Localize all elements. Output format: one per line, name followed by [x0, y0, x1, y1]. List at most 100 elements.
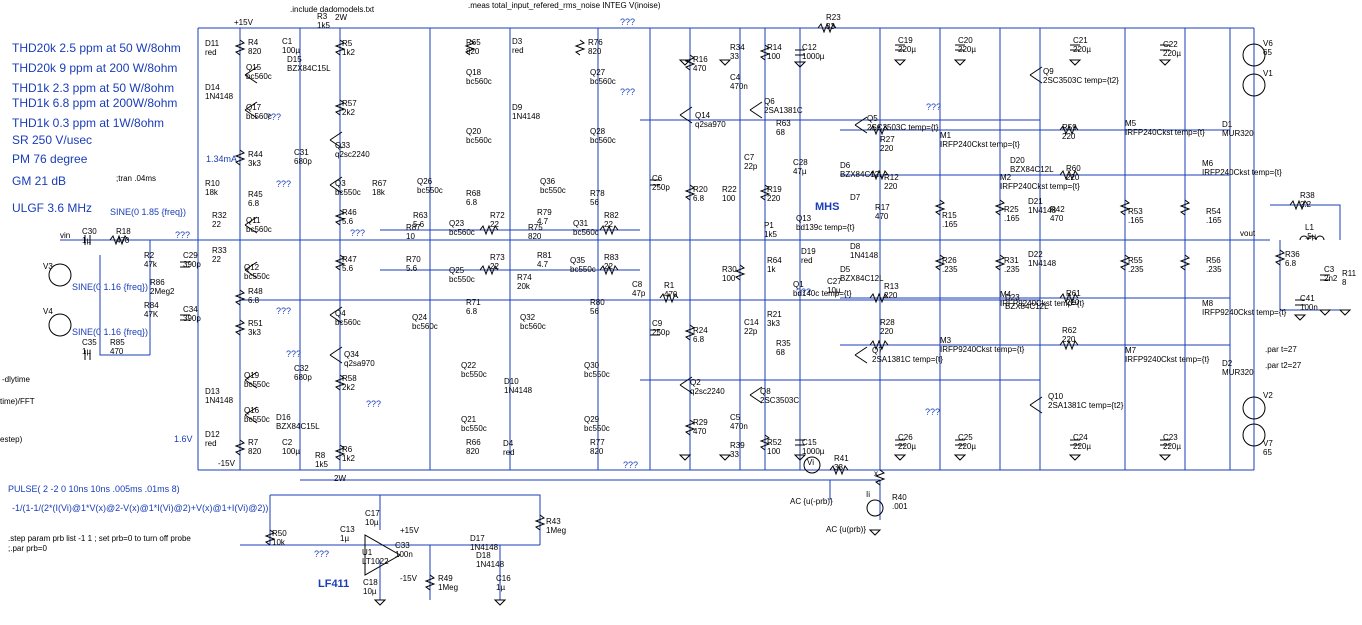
component-value-q2: q2sc2240: [690, 387, 725, 396]
component-value-d2: MUR320: [1222, 368, 1254, 377]
component-value-r53: .165: [1128, 216, 1144, 225]
component-ref-r6: R6: [342, 445, 353, 454]
component-ref-d22: D22: [1028, 250, 1043, 259]
component-value-r46: 5.6: [342, 217, 354, 226]
component-ref-q12: Q12: [244, 263, 260, 272]
fft-note: time)/FFT: [0, 397, 35, 406]
component-ref-r78: R78: [590, 189, 605, 198]
component-value-m2: IRFP240Ckst temp={t}: [1000, 182, 1080, 191]
component-ref-q21: Q21: [461, 415, 477, 424]
component-ref-r34: R34: [730, 43, 745, 52]
component-ref-r82: R82: [604, 211, 619, 220]
component-ref-ii: Ii: [866, 490, 870, 499]
component-value-r58: 2k2: [342, 383, 355, 392]
component-ref-m7: M7: [1125, 346, 1137, 355]
bias-current: 1.34mA: [206, 154, 237, 164]
component-symbols: [48, 22, 1352, 606]
component-value-d12: red: [205, 439, 217, 448]
component-value-r28: 220: [880, 327, 894, 336]
component-value-d6: BZX84C12L: [840, 170, 884, 179]
component-value-u1: LT1022: [362, 557, 389, 566]
component-ref-r33: R33: [212, 246, 227, 255]
component-value-q36: bc550c: [540, 186, 566, 195]
component-ref-c24: C24: [1073, 433, 1088, 442]
component-value-d23: BZX84C12L: [1005, 302, 1049, 311]
component-value-r33: 22: [212, 255, 221, 264]
component-ref-r76: R76: [588, 38, 603, 47]
component-ref-c22: C22: [1163, 40, 1178, 49]
component-value-q30: bc550c: [584, 370, 610, 379]
component-ref-r55: R55: [1128, 256, 1143, 265]
component-ref-r3: R3: [317, 12, 328, 21]
component-value-r57: 2k2: [342, 108, 355, 117]
dlytime-note: -dlytime: [2, 375, 31, 384]
probe-q5: ???: [276, 179, 291, 189]
zener-voltage: 1.6V: [174, 434, 193, 444]
component-value-r65: 820: [466, 47, 480, 56]
meas-directive: .meas total_input_refered_rms_noise INTE…: [468, 1, 661, 10]
component-ref-r13: R13: [884, 282, 899, 291]
component-value-r1: 470: [664, 290, 678, 299]
component-ref-r62: R62: [1062, 326, 1077, 335]
component-ref-q8: Q8: [760, 387, 771, 396]
component-ref-d19: D19: [801, 247, 816, 256]
component-value-q6: 2SA1381C: [764, 106, 803, 115]
component-ref-q5: Q5: [867, 114, 878, 123]
component-value-q14: q2sa970: [695, 120, 726, 129]
component-value-q13: bd139c temp={t}: [796, 223, 855, 232]
component-ref-q4: Q4: [335, 309, 346, 318]
component-value-c15: 1000µ: [802, 447, 825, 456]
component-ref-v4: V4: [43, 307, 53, 316]
component-value-r51: 3k3: [248, 328, 261, 337]
component-value-r52: 100: [767, 447, 781, 456]
component-ref-r50: R50: [272, 529, 287, 538]
component-ref-r52: R52: [767, 438, 782, 447]
component-value-r80: 56: [590, 307, 599, 316]
component-value-r18: 470: [116, 236, 130, 245]
perf-notes: THD20k 2.5 ppm at 50 W/8ohm THD20k 9 ppm…: [12, 41, 181, 215]
component-ref-q28: Q28: [590, 127, 606, 136]
component-value-r72: 22: [490, 220, 499, 229]
component-value-c29: 390p: [183, 260, 201, 269]
component-ref-c19: C19: [898, 36, 913, 45]
probe-q14: ???: [266, 112, 281, 122]
component-ref-c6: C6: [652, 174, 663, 183]
component-value-d16: BZX84C15L: [276, 422, 320, 431]
component-ref-c2: C2: [282, 438, 293, 447]
component-ref-d9: D9: [512, 103, 523, 112]
component-value-c9: 250p: [652, 328, 670, 337]
probe-q3: ???: [620, 17, 635, 27]
component-value-r44: 3k3: [248, 159, 261, 168]
component-value-r68: 6.8: [466, 198, 478, 207]
component-ref-r41: R41: [834, 454, 849, 463]
component-value-c41: 100n: [1300, 303, 1318, 312]
component-value-r27: 220: [880, 144, 894, 153]
component-value-c3: 2n2: [1324, 274, 1338, 283]
component-ref-d14: D14: [205, 83, 220, 92]
component-ref-r66: R66: [466, 438, 481, 447]
component-ref-r63: R63: [413, 211, 428, 220]
component-ref-r80: R80: [590, 298, 605, 307]
component-value-r13: 220: [884, 291, 898, 300]
component-ref-q20: Q20: [466, 127, 482, 136]
component-ref-m4: M4: [1000, 290, 1012, 299]
component-ref-q2: Q2: [690, 378, 701, 387]
component-value-m7: IRFP9240Ckst temp={t}: [1125, 355, 1210, 364]
component-ref-v7: V7: [1263, 439, 1273, 448]
component-ref-r49: R49: [438, 574, 453, 583]
probe-q1: ???: [175, 230, 190, 240]
note-thd1k-200w: THD1k 6.8 ppm at 200W/8ohm: [12, 96, 177, 110]
component-value-d1: MUR320: [1222, 129, 1254, 138]
component-ref-r35: R35: [776, 339, 791, 348]
component-ref-c20: C20: [958, 36, 973, 45]
component-value-q8: 2SC3503C: [760, 396, 799, 405]
component-ref-r16: R16: [693, 55, 708, 64]
component-value-r38: 2.2: [1300, 200, 1312, 209]
component-value-q18: bc560c: [466, 77, 492, 86]
component-ref-q9: Q9: [1043, 67, 1054, 76]
component-value-q12: bc550c: [244, 272, 270, 281]
component-value-q11: bc560c: [246, 225, 272, 234]
component-value-q34: q2sa970: [344, 359, 375, 368]
component-value-r81: 4.7: [537, 260, 549, 269]
